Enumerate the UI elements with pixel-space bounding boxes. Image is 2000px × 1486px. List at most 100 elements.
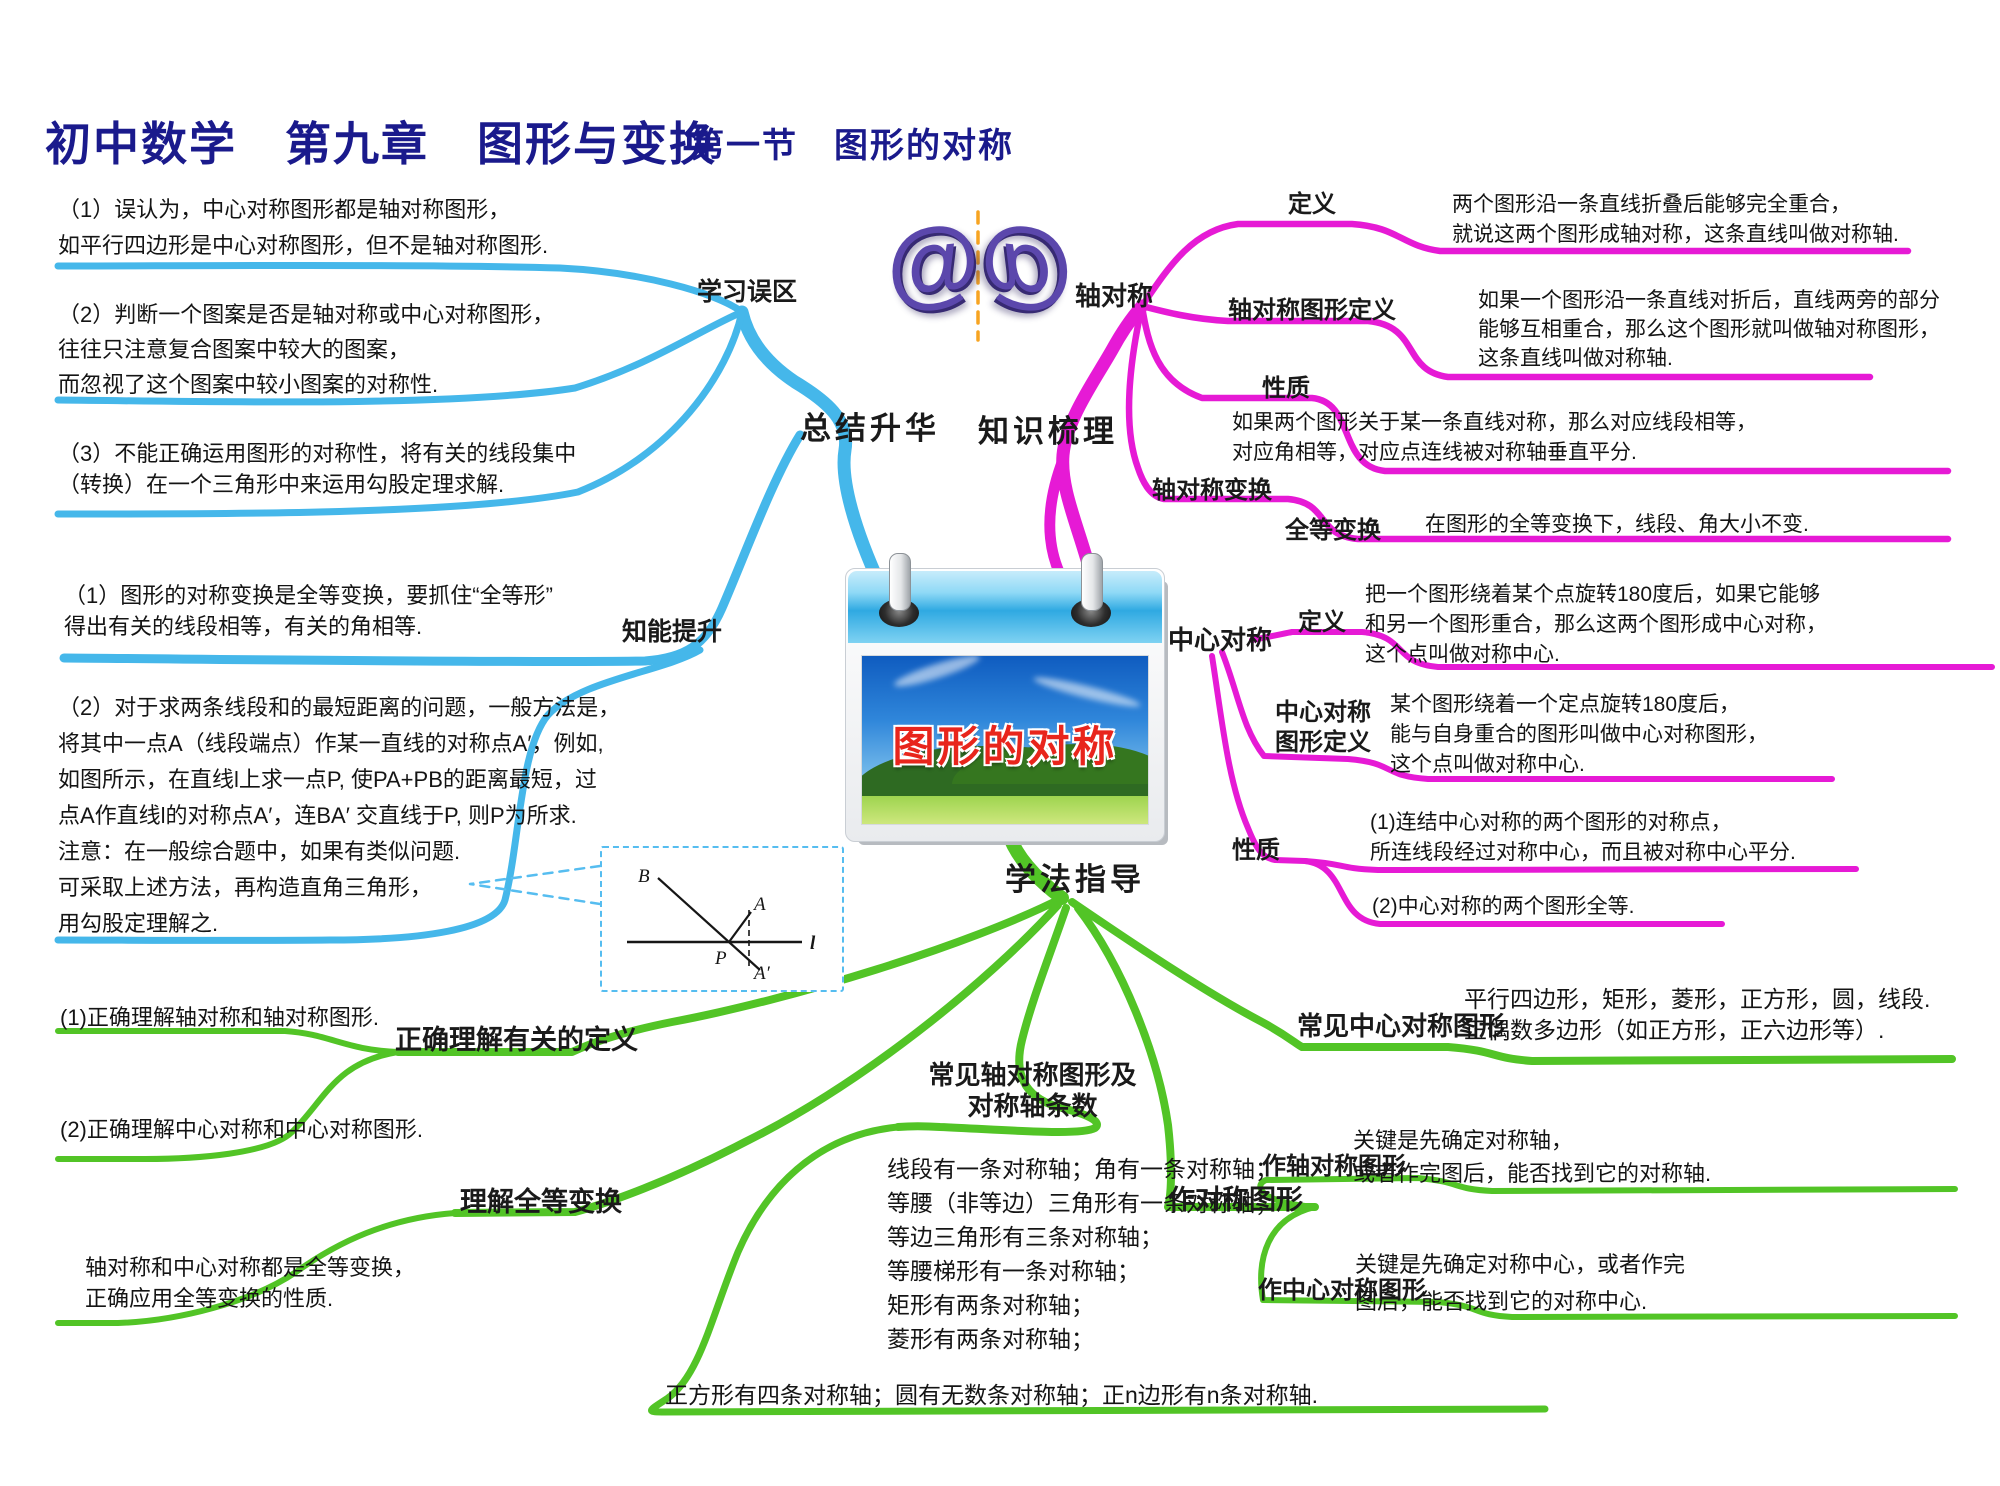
node-central-figure-definition: 中心对称 图形定义: [1275, 698, 1371, 758]
text-line: 如果两个图形关于某一条直线对称，那么对应线段相等，: [1232, 411, 1757, 434]
at-icon: @: [880, 204, 985, 321]
text-line: 两个图形沿一条直线折叠后能够完全重合，: [1452, 193, 1851, 216]
branch-green-axisfigures-sweep: [648, 1123, 1549, 1416]
text-line: 如平行四边形是中心对称图形，但不是轴对称图形.: [58, 233, 549, 258]
root-node-method: 学法指导: [1005, 862, 1145, 897]
branch-blue-improve2: [54, 646, 704, 944]
node-ability-improve: 知能提升: [622, 618, 723, 646]
branch-green-draw: [1074, 904, 1319, 1211]
text-mistake-3: （3）不能正确运用图形的对称性，将有关的线段集中 （转换）在一个三角形中来运用勾…: [58, 438, 576, 500]
poster-caption: 图形的对称: [892, 723, 1118, 771]
text-line: 这个点叫做对称中心.: [1365, 643, 1560, 666]
node-draw-axis-figure: 作轴对称图形: [1262, 1153, 1406, 1180]
node-axis-definition: 定义: [1288, 191, 1336, 218]
text-central-definition: 把一个图形绕着某个点旋转180度后，如果它能够 和另一个图形重合，那么这两个图形…: [1365, 580, 1827, 670]
branch-central-def: [1249, 629, 1995, 670]
text-line: 如图所示，在直线l上求一点P, 使PA+PB的距离最短，过: [58, 767, 597, 792]
line-label-l: l: [810, 933, 816, 954]
branch-green-def-item1: [55, 1028, 401, 1055]
text-draw-axis-figure: 关键是先确定对称轴， 或者作完图后，能否找到它的对称轴.: [1353, 1124, 1711, 1190]
text-axis-definition: 两个图形沿一条直线折叠后能够完全重合， 就说这两个图形成轴对称，这条直线叫做对称…: [1452, 190, 1899, 250]
point-label-a-prime: A′: [752, 963, 771, 984]
text-line: 图形定义: [1275, 729, 1371, 756]
text-line: 和另一个图形重合，那么这两个图形成中心对称，: [1365, 613, 1827, 636]
node-draw-central-figure: 作中心对称图形: [1258, 1277, 1426, 1304]
text-line: 注意：在一般综合题中，如果有类似问题.: [58, 839, 461, 864]
branch-green-definitions: [394, 894, 1066, 1056]
branch-axis-def: [1138, 220, 1912, 310]
text-line: 或者作完图后，能否找到它的对称轴.: [1353, 1161, 1712, 1186]
branch-axis-property: [1138, 302, 1952, 475]
text-line: 所连线段经过对称中心，而且被对称中心平分.: [1370, 841, 1796, 864]
text-line: 这条直线叫做对称轴.: [1478, 347, 1673, 370]
text-line: 这个点叫做对称中心.: [1390, 753, 1585, 776]
text-line: （2）判断一个图案是否是轴对称或中心对称图形，: [58, 302, 555, 327]
node-central-symmetry: 中心对称: [1168, 625, 1273, 655]
text-line: 某个图形绕着一个定点旋转180度后，: [1390, 693, 1741, 716]
text-common-central-figures: 平行四边形，矩形，菱形，正方形，圆，线段. 正偶数多边形（如正方形，正六边形等）…: [1464, 984, 1930, 1046]
text-central-figure-definition: 某个图形绕着一个定点旋转180度后， 能与自身重合的图形叫做中心对称图形， 这个…: [1390, 690, 1768, 780]
text-line: （3）不能正确运用图形的对称性，将有关的线段集中: [58, 441, 577, 466]
text-line: 把一个图形绕着某个点旋转180度后，如果它能够: [1365, 583, 1821, 606]
point-label-b: B: [638, 866, 650, 887]
text-mistake-1: （1）误认为，中心对称图形都是轴对称图形， 如平行四边形是中心对称图形，但不是轴…: [58, 192, 548, 264]
branch-green-congruent: [451, 901, 1062, 1217]
text-line: （1）误认为，中心对称图形都是轴对称图形，: [58, 197, 511, 222]
at-symbols-illustration: @ @: [880, 204, 1080, 348]
text-line: 轴对称和中心对称都是全等变换，: [85, 1255, 416, 1280]
text-line: 图后，能否找到它的对称中心.: [1355, 1289, 1648, 1314]
text-axis-figures-last: 正方形有四条对称轴；圆有无数条对称轴；正n边形有n条对称轴.: [665, 1382, 1318, 1408]
branch-central-figdef: [1219, 649, 1835, 782]
text-line: 关键是先确定对称轴，: [1353, 1128, 1574, 1153]
node-central-definition: 定义: [1298, 609, 1346, 636]
text-axis-figures-list: 线段有一条对称轴；角有一条对称轴； 等腰（非等边）三角形有一条对称轴； 等边三角…: [887, 1152, 1278, 1356]
text-line: 等腰（非等边）三角形有一条对称轴；: [887, 1190, 1278, 1216]
pin-icon: [889, 553, 911, 611]
text-mistake-2: （2）判断一个图案是否是轴对称或中心对称图形， 往往只注意复合图案中较大的图案，…: [58, 297, 554, 402]
text-line: 点A作直线l的对称点A′，连BA′ 交直线于P, 则P为所求.: [58, 803, 577, 828]
node-understand-congruent: 理解全等变换: [460, 1187, 622, 1217]
branch-green-centralfigures: [1068, 898, 1956, 1065]
text-line: 如果一个图形沿一条直线对折后，直线两旁的部分: [1478, 289, 1940, 312]
branch-blue-improve1: [59, 430, 805, 667]
node-axis-figure-definition: 轴对称图形定义: [1228, 297, 1396, 324]
geometry-figure-box: B A P A′ l: [600, 846, 844, 992]
text-congruent-note: 轴对称和中心对称都是全等变换， 正确应用全等变换的性质.: [85, 1252, 415, 1314]
branch-blue-mistake3: [54, 308, 746, 518]
branch-axis-figdef: [1138, 302, 1874, 381]
text-congruent-transform: 在图形的全等变换下，线段、角大小不变.: [1425, 513, 1809, 536]
text-line: 用勾股定理解之.: [58, 911, 219, 936]
text-central-property-1: (1)连结中心对称的两个图形的对称点， 所连线段经过对称中心，而且被对称中心平分…: [1370, 808, 1796, 868]
branch-axis-transform: [1125, 302, 1952, 543]
text-line: 矩形有两条对称轴；: [887, 1292, 1094, 1318]
text-line: (1)连结中心对称的两个图形的对称点，: [1370, 811, 1732, 834]
text-line: 能够互相重合，那么这个图形就叫做轴对称图形，: [1478, 318, 1940, 341]
node-understand-definitions: 正确理解有关的定义: [395, 1025, 638, 1055]
calendar-poster: 图形的对称: [845, 553, 1168, 845]
text-line: 对称轴条数: [967, 1091, 1098, 1121]
text-understand-axis: (1)正确理解轴对称和轴对称图形.: [60, 1005, 380, 1030]
text-draw-central-figure: 关键是先确定对称中心，或者作完 图后，能否找到它的对称中心.: [1355, 1246, 1685, 1320]
branch-central-property: [1209, 653, 1859, 873]
pin-icon: [1081, 553, 1103, 611]
root-node-knowledge: 知识梳理: [978, 414, 1118, 449]
poster-frame: 图形的对称: [845, 553, 1165, 842]
text-line: 就说这两个图形成轴对称，这条直线叫做对称轴.: [1452, 223, 1899, 246]
node-axis-transform: 轴对称变换: [1152, 477, 1272, 504]
text-line: 而忽视了这个图案中较小图案的对称性.: [58, 372, 439, 397]
callout-dashes: [468, 864, 602, 906]
text-line: 对应角相等，对应点连线被对称轴垂直平分.: [1232, 441, 1637, 464]
text-understand-central: (2)正确理解中心对称和中心对称图形.: [60, 1117, 424, 1142]
node-central-property: 性质: [1232, 837, 1280, 864]
node-draw-symmetric-figure: 作对称图形: [1168, 1185, 1303, 1215]
page-title: 初中数学 第九章 图形与变换: [45, 118, 717, 170]
text-line: 正偶数多边形（如正方形，正六边形等）.: [1464, 1017, 1885, 1043]
meadow-image: [862, 796, 1148, 824]
node-axis-property: 性质: [1262, 375, 1310, 402]
text-line: 正确应用全等变换的性质.: [85, 1286, 334, 1311]
text-line: 能与自身重合的图形叫做中心对称图形，: [1390, 723, 1768, 746]
branch-blue-mistake2: [54, 308, 746, 406]
text-line: 可采取上述方法，再构造直角三角形，: [58, 875, 433, 900]
branch-blue-mistake1: [54, 262, 746, 316]
text-improve-1: （1）图形的对称变换是全等变换，要抓住“全等形” 得出有关的线段相等，有关的角相…: [64, 580, 553, 642]
